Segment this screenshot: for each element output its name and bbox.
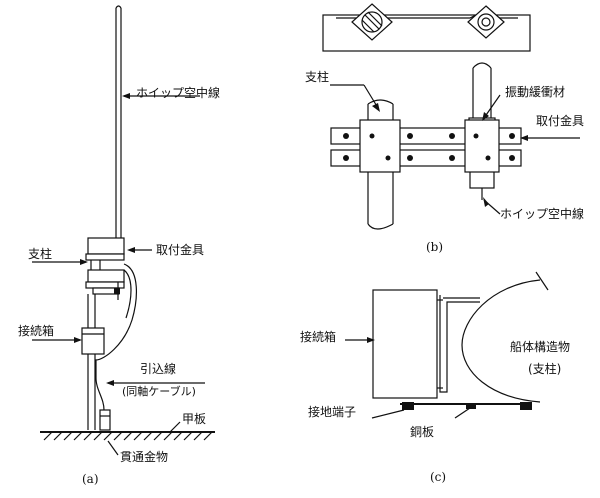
label-whip-antenna-b: ホイップ空中線 xyxy=(500,207,585,221)
feed-through-fitting-a xyxy=(99,409,111,431)
label-whip-antenna-a: ホイップ空中線 xyxy=(136,86,221,100)
mounting-bracket-a xyxy=(85,237,125,300)
whip-antenna-a xyxy=(115,5,122,240)
label-damper-b: 振動緩衝材 xyxy=(505,85,566,99)
junction-box-c xyxy=(372,289,438,399)
bolts-b xyxy=(343,133,515,161)
label-junction-box-c: 接続箱 xyxy=(300,330,337,344)
label-deck-a: 甲板 xyxy=(182,412,207,426)
post-a xyxy=(87,260,101,430)
label-lead-in-a: 引込線 xyxy=(140,362,177,376)
figure-a xyxy=(32,5,215,456)
figure-b xyxy=(322,3,580,230)
label-hull-c: 船体構造物 xyxy=(510,340,571,354)
top-view-b xyxy=(322,3,531,52)
figure-c xyxy=(345,271,549,419)
lead-in-cable-a xyxy=(95,263,138,430)
label-coax-a: (同軸ケーブル) xyxy=(122,385,196,398)
label-post-b: 支柱 xyxy=(305,70,330,84)
label-copper-plate-c: 銅板 xyxy=(410,425,435,439)
label-hull-sub-c: (支柱) xyxy=(528,362,562,376)
caption-a: (a) xyxy=(82,472,99,486)
label-bracket-a: 取付金具 xyxy=(156,243,205,257)
label-ground-terminal-c: 接地端子 xyxy=(308,405,357,419)
label-junction-box-a: 接続箱 xyxy=(18,324,55,338)
junction-box-a xyxy=(81,327,105,355)
caption-b: (b) xyxy=(426,240,444,254)
label-feed-through-a: 貫通金物 xyxy=(120,450,169,464)
label-bracket-b: 取付金具 xyxy=(536,114,585,128)
label-post-a: 支柱 xyxy=(28,247,53,261)
caption-c: (c) xyxy=(430,470,447,484)
hull-structure-c xyxy=(461,279,541,403)
deck-hatch-a xyxy=(43,431,213,441)
